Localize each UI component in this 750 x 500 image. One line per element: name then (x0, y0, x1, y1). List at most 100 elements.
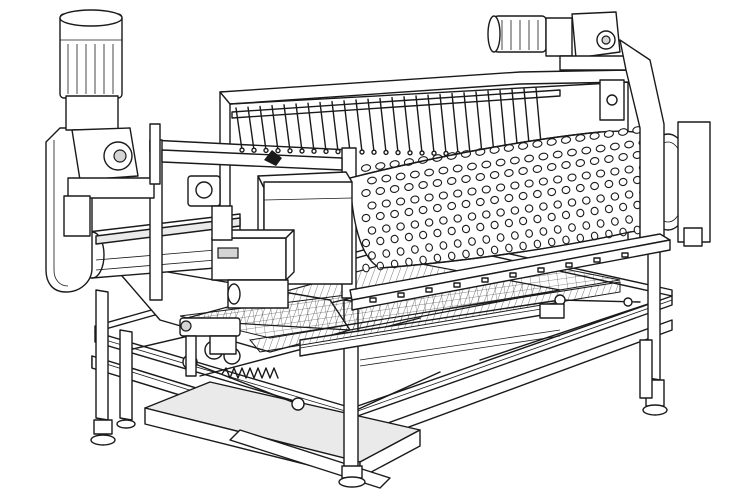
drum-hole (553, 200, 562, 209)
drum-hole (625, 215, 634, 224)
drum-hole (396, 247, 405, 256)
drum-hole (375, 187, 386, 195)
drum-hole (467, 162, 477, 171)
drum-hole (481, 160, 492, 169)
drum-hole (367, 201, 377, 210)
front-rail (349, 233, 671, 311)
drum-hole (581, 146, 592, 155)
drum-hole (453, 189, 463, 198)
drum-hole (552, 150, 563, 159)
drum-hole (504, 169, 514, 177)
drum-hole (561, 161, 571, 169)
drum-hole (424, 168, 435, 177)
drum-hole (532, 165, 543, 173)
drum-hole (446, 177, 457, 185)
drum-hole (476, 222, 485, 232)
rod (235, 107, 243, 151)
drum-hole (532, 189, 542, 199)
drum-hole (447, 201, 457, 211)
drum-hole (510, 181, 520, 190)
drum-hole (610, 192, 620, 201)
drum-hole (496, 208, 505, 217)
drum-hole (424, 218, 434, 227)
drum-hole (610, 167, 620, 176)
drum-hole (381, 199, 391, 208)
drum-hole (453, 214, 462, 223)
drum-hole (489, 171, 500, 179)
drum-hole (424, 193, 434, 202)
drum-hole (518, 191, 528, 201)
perforated-drum (349, 124, 693, 273)
drum-hole (389, 185, 400, 193)
drum-hole (368, 251, 376, 260)
drum-hole (567, 198, 577, 207)
drum-hole (524, 179, 534, 188)
drum-hole (504, 193, 514, 203)
drum-hole (433, 253, 442, 263)
drum-hole (561, 210, 571, 220)
drum-hole (418, 181, 428, 189)
drum-hole (547, 212, 556, 222)
drum-hole (382, 224, 391, 233)
drum-hole (362, 263, 370, 273)
drum-hole (409, 170, 420, 179)
rod (403, 96, 411, 154)
drum-hole (553, 175, 563, 184)
drum-hole (582, 196, 591, 205)
drum-hole (490, 220, 499, 230)
drum-hole (624, 165, 634, 174)
drum-hole (518, 167, 528, 175)
drum-hole (553, 225, 562, 234)
drum-hole (404, 232, 413, 242)
drum-hole (410, 195, 420, 204)
drum-hole (438, 166, 449, 175)
rod (415, 95, 423, 154)
drum-hole (447, 251, 456, 261)
drum-hole (519, 216, 528, 226)
drum-hole (618, 177, 628, 187)
drum-hole (568, 223, 576, 232)
rod (247, 106, 255, 151)
drum-hole (567, 173, 577, 182)
drum-hole (360, 164, 372, 172)
rod (439, 93, 447, 155)
rod (379, 97, 387, 154)
drum-hole (532, 140, 543, 148)
rod (475, 91, 483, 155)
drum-hole (609, 142, 620, 151)
drum-hole (382, 249, 391, 258)
drum-hole (604, 155, 614, 163)
drum-hole (432, 203, 442, 213)
bearing-block (187, 175, 295, 309)
drum-hole (376, 236, 385, 246)
drum-hole (462, 249, 470, 259)
drum-hole (575, 159, 586, 167)
drum-hole (546, 138, 557, 146)
drum-hole (567, 148, 577, 157)
drum-hole (510, 231, 519, 240)
drum-hole (610, 217, 619, 226)
drum-hole (367, 176, 377, 185)
drum-hole (452, 164, 463, 173)
drum-hole (381, 174, 392, 183)
right-motor-assembly (487, 11, 711, 247)
rod (271, 104, 279, 152)
drum-hole (410, 220, 420, 229)
drum-hole (496, 233, 505, 242)
rod (391, 96, 399, 154)
drum-hole (361, 213, 371, 223)
drum-hole (439, 241, 448, 250)
drum-hole (395, 172, 406, 181)
drum-hole (432, 179, 443, 187)
rod (487, 90, 495, 155)
drum-hole (390, 209, 400, 219)
rod (367, 98, 375, 153)
rod (319, 101, 327, 153)
drum-hole (482, 235, 491, 244)
drum-hole (433, 228, 442, 238)
drum-hole (619, 202, 628, 212)
drum-hole (505, 243, 513, 253)
drum-hole (595, 144, 606, 153)
rod (343, 100, 351, 153)
